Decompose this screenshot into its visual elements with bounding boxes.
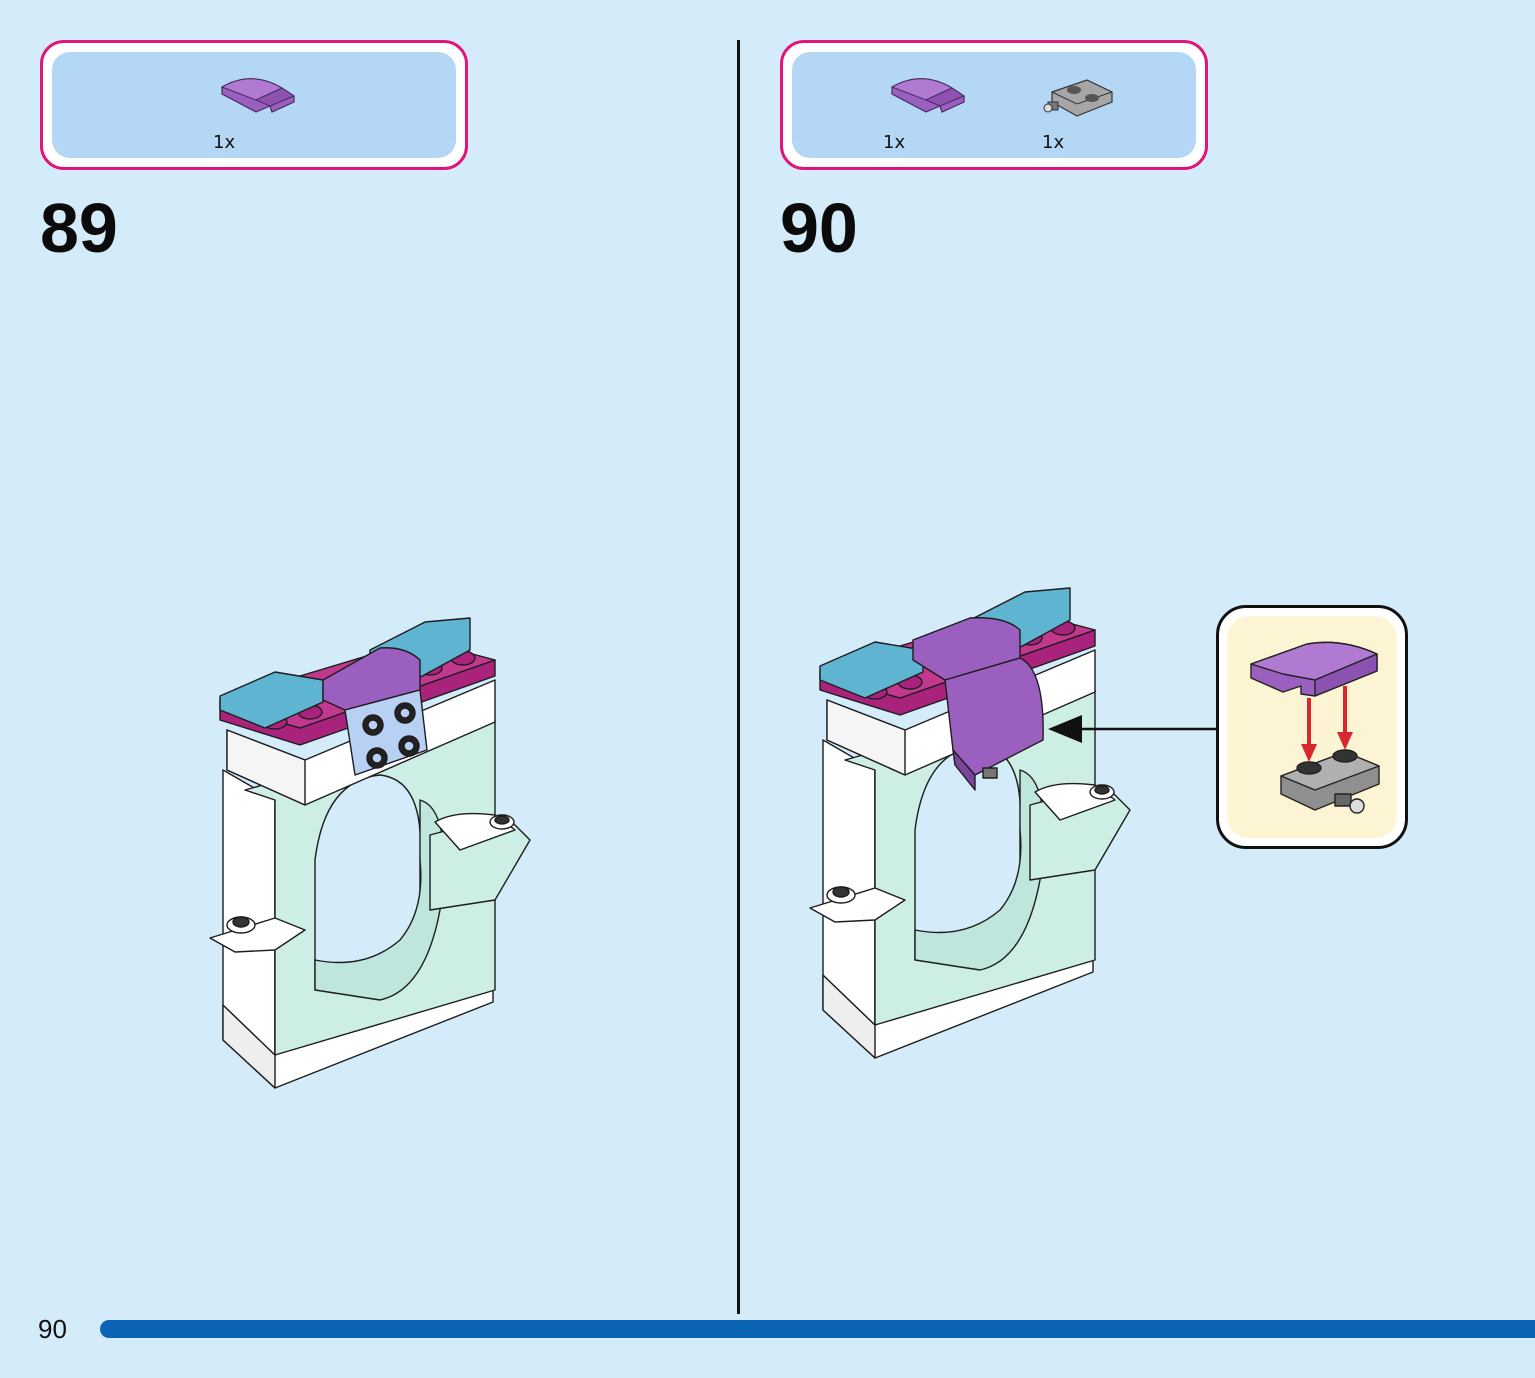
page-divider <box>737 40 740 1314</box>
sub-assembly-callout <box>1216 605 1408 849</box>
parts-list-step-89: 1x <box>40 40 468 170</box>
progress-bar <box>100 1320 1535 1338</box>
part-item: 1x <box>212 72 322 153</box>
purple-curved-slope-brick-icon <box>890 78 966 113</box>
model-assembly-step-89 <box>209 617 531 1089</box>
part-quantity: 1x <box>213 132 236 153</box>
page-number: 90 <box>38 1314 67 1344</box>
parts-list-step-90: 1x 1x <box>780 40 1208 170</box>
model-assembly-step-90 <box>809 587 1131 1059</box>
progress-bar-fill <box>100 1320 1535 1338</box>
part-item: 1x <box>882 72 992 153</box>
part-quantity: 1x <box>883 132 906 153</box>
sub-assembly-slope-on-plate-icon <box>1250 641 1380 814</box>
step-number: 90 <box>780 189 858 267</box>
purple-curved-slope-brick-icon <box>220 78 296 113</box>
pointer-arrow-icon <box>1048 715 1216 743</box>
part-quantity: 1x <box>1042 132 1065 153</box>
grey-plate-with-clip-icon <box>1043 79 1113 117</box>
step-number: 89 <box>40 189 118 267</box>
part-item: 1x <box>1042 72 1152 153</box>
